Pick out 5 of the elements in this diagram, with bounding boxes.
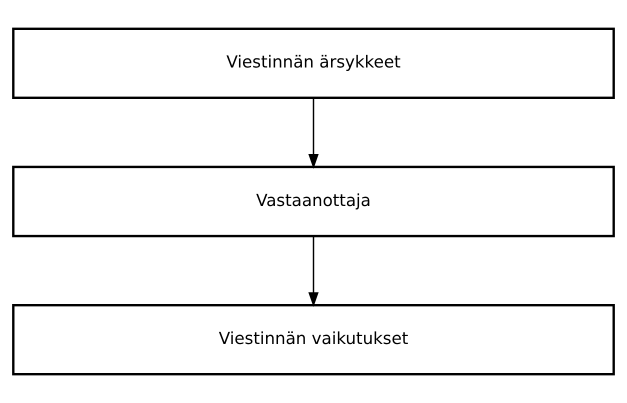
node-box: Viestinnän ärsykkeet — [12, 28, 615, 100]
node-box: Vastaanottaja — [12, 166, 615, 238]
arrow — [308, 98, 319, 169]
arrow — [308, 236, 319, 307]
node-box: Viestinnän vaikutukset — [12, 304, 615, 376]
